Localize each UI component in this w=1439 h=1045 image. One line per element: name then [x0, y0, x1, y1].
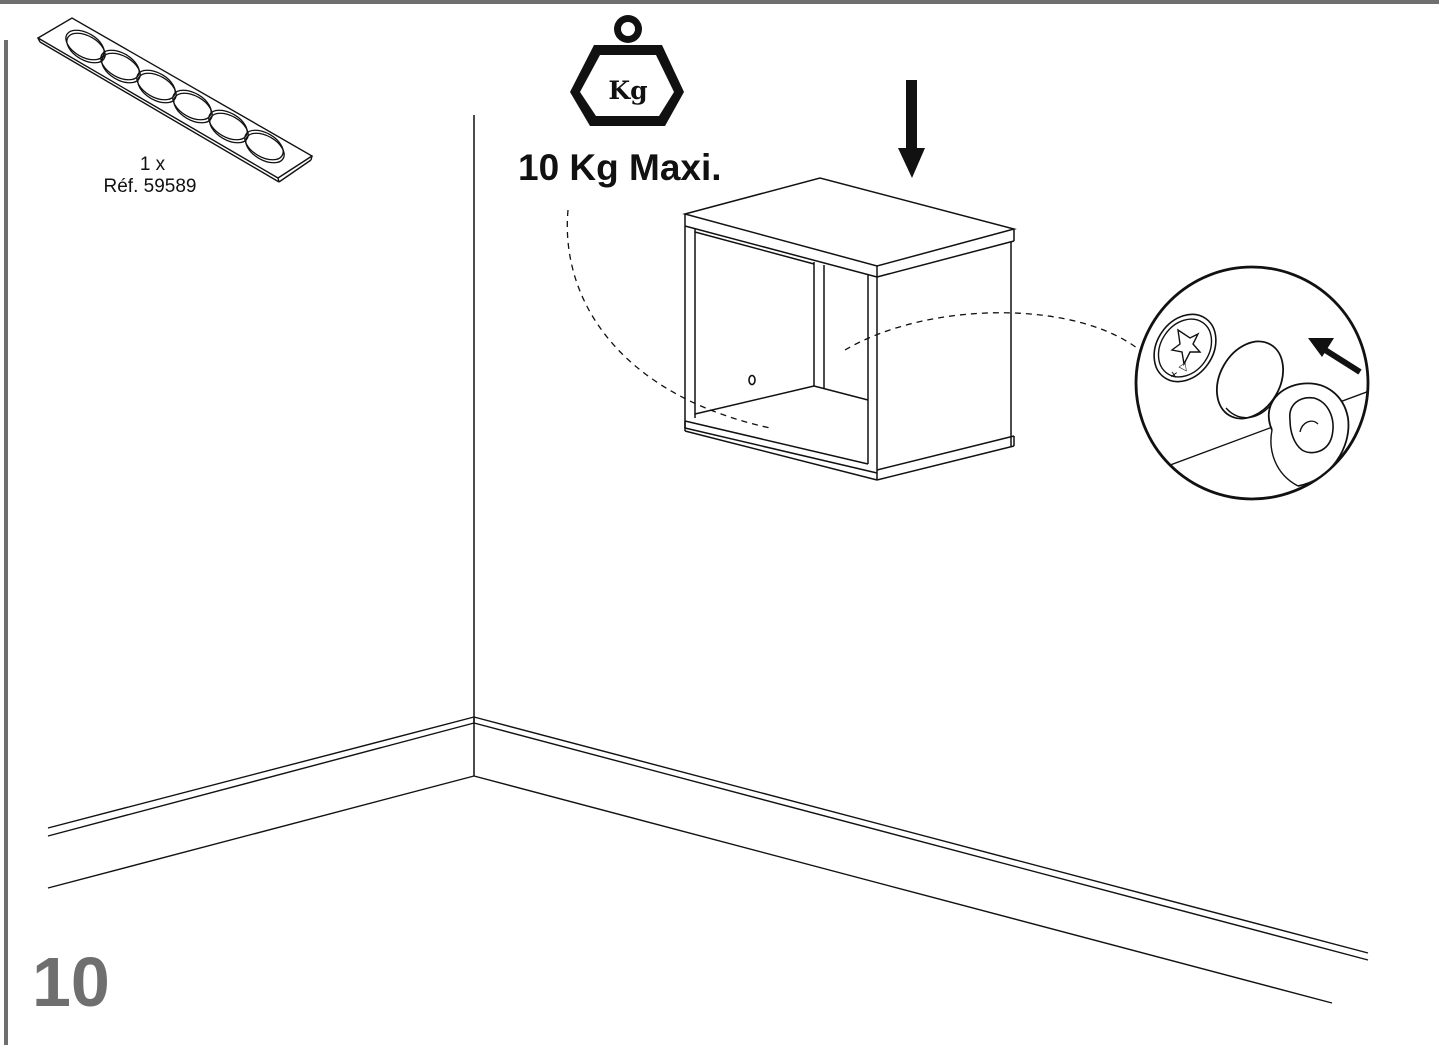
page-frame-top [0, 0, 1439, 4]
page-frame-left [4, 40, 8, 1045]
wall-cube-shelf [682, 177, 1017, 481]
step-number: 10 [32, 943, 110, 1021]
weight-icon-label: Kg [608, 76, 648, 105]
adhesive-cap-strip-icon [36, 17, 314, 183]
part-reference: Réf. 59589 [103, 176, 197, 197]
arrow-icon [1308, 338, 1362, 375]
leader-lines [566, 209, 1143, 429]
weight-kg-icon [570, 15, 684, 126]
part-quantity: 1 x [139, 154, 166, 175]
max-load-label: 10 Kg Maxi. [518, 147, 722, 188]
room-corner [47, 115, 1369, 1004]
magnified-screw-cap-icon: + ▽ [1134, 265, 1370, 501]
down-arrow-icon [898, 80, 925, 178]
